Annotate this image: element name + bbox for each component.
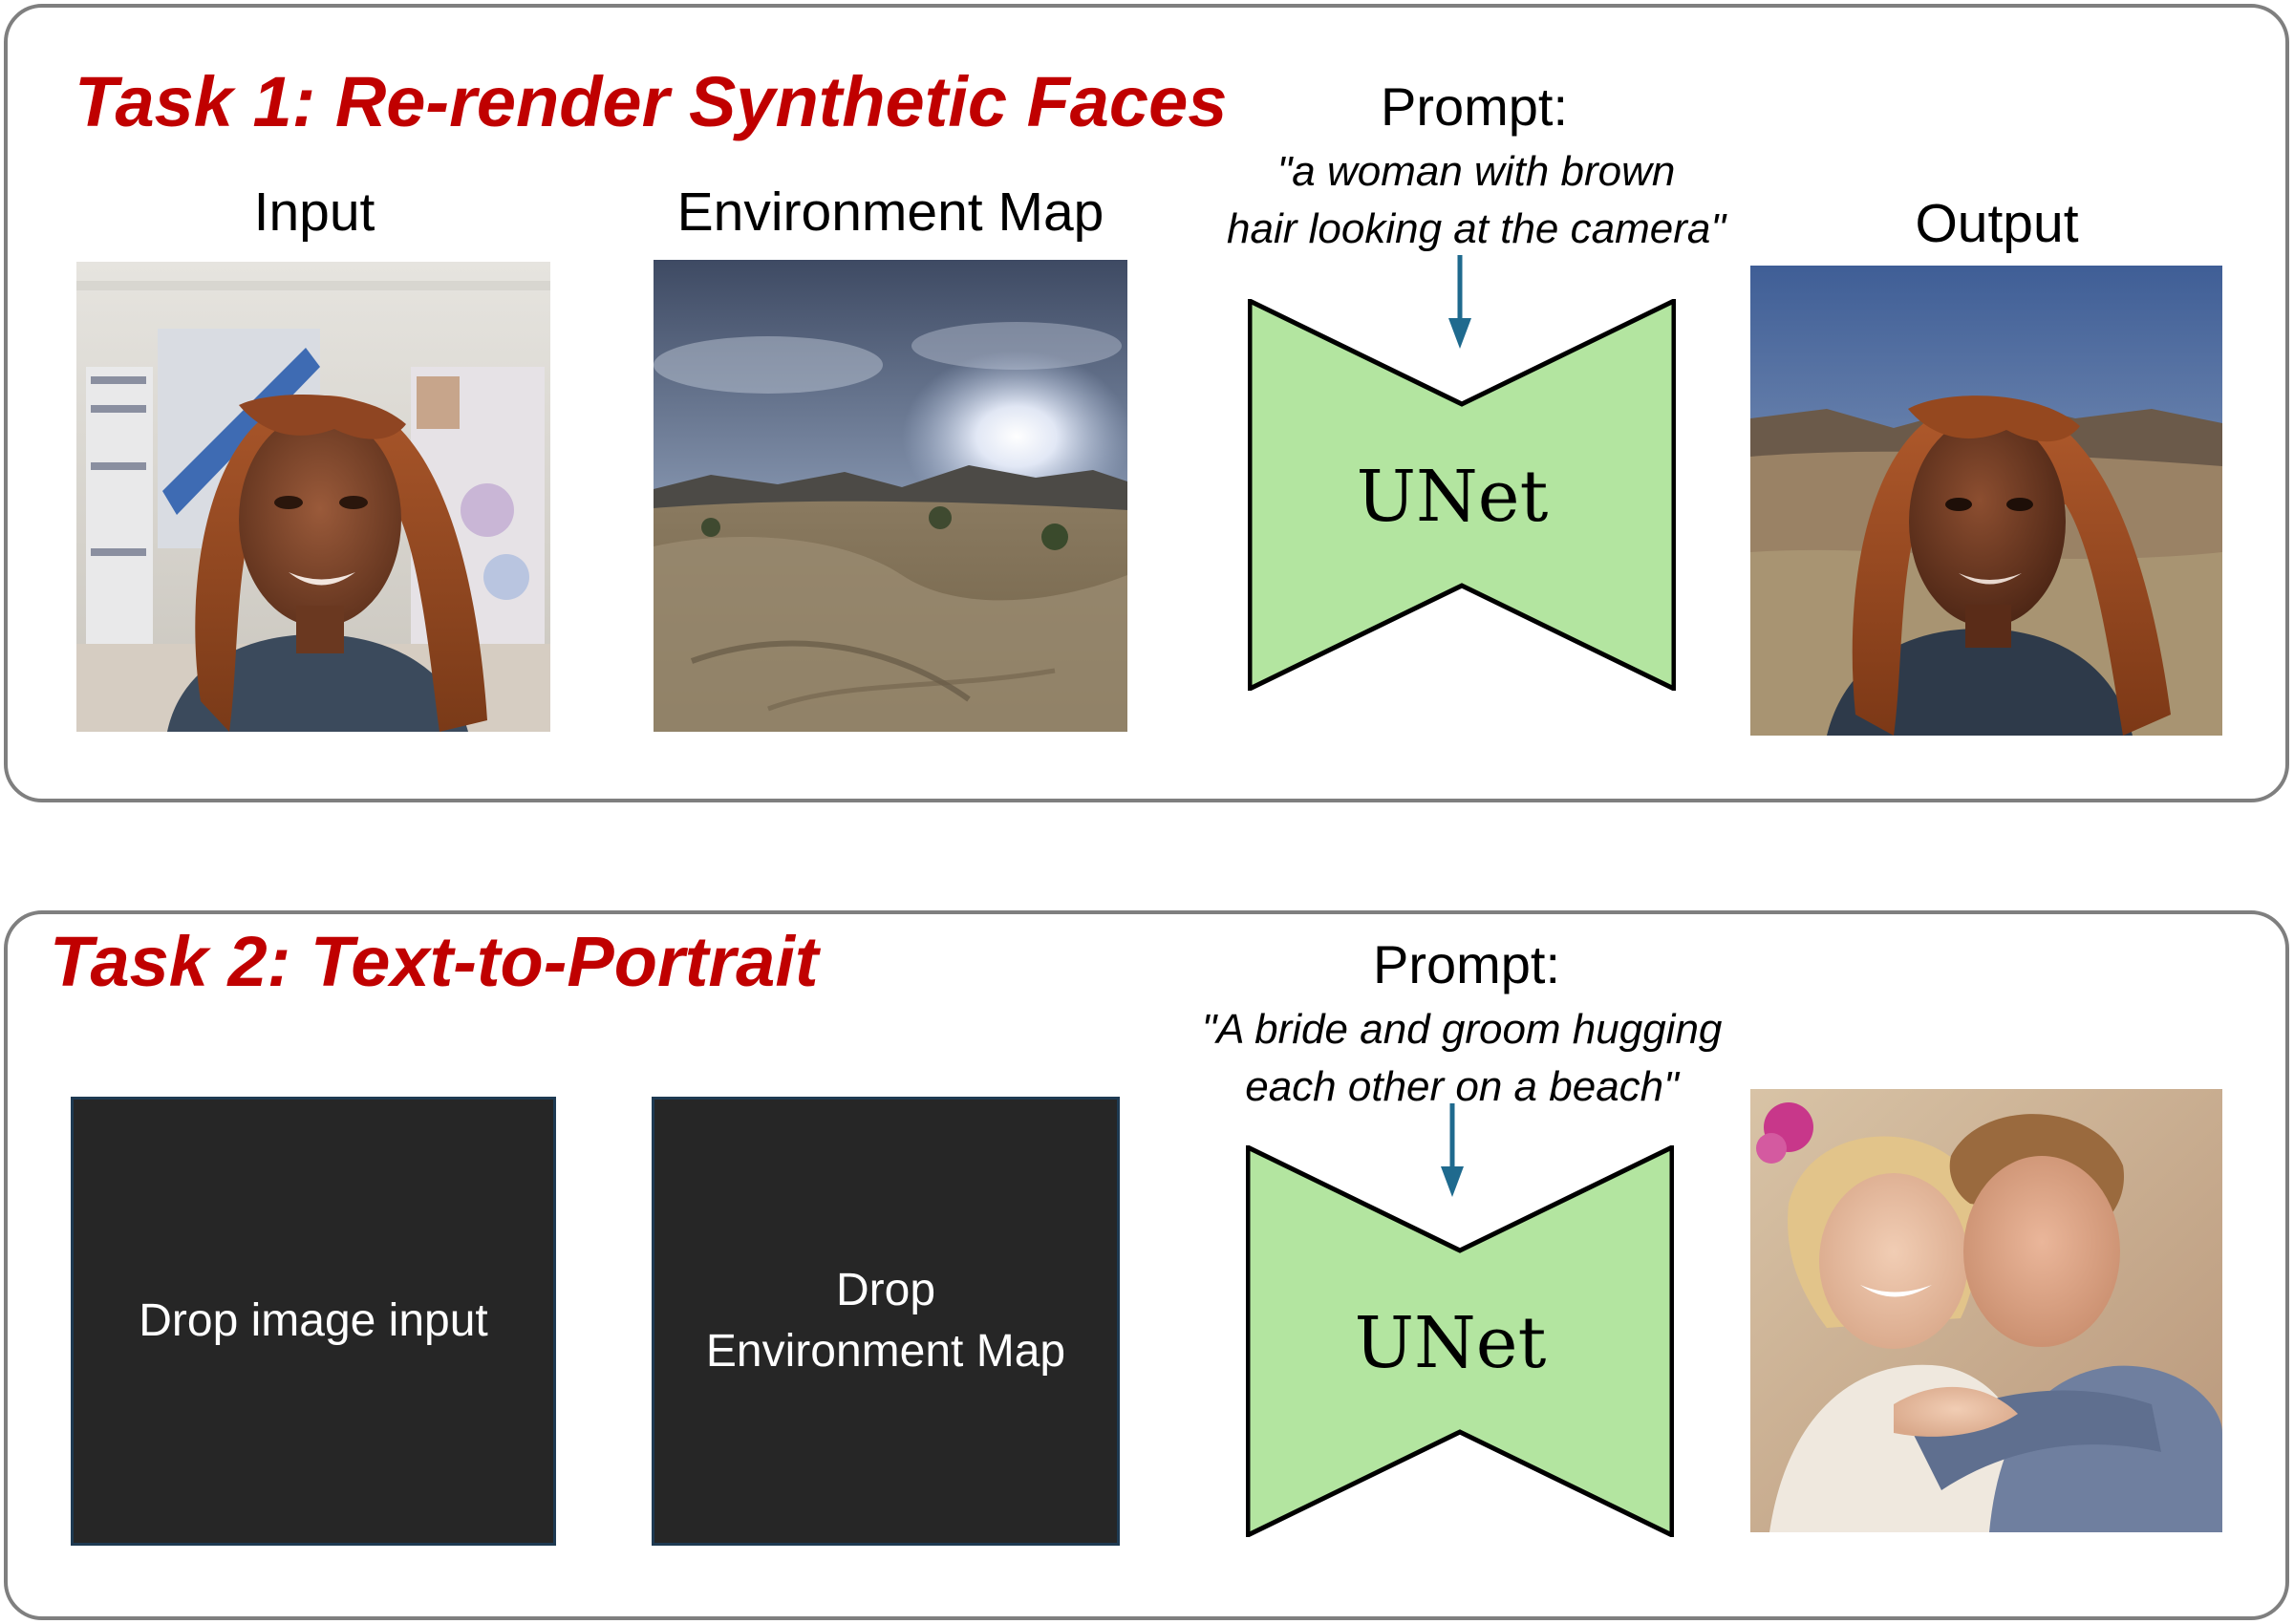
task2-prompt-line1: "A bride and groom hugging (1201, 1006, 1723, 1053)
task2-unet-label: UNet (1355, 1302, 1547, 1384)
task1-arrow-icon (1448, 255, 1471, 349)
drop-env-line2: Environment Map (705, 1326, 1066, 1377)
task1-input-label: Input (253, 182, 375, 243)
task2-prompt-text: "A bride and groom hugging each other on… (1202, 1001, 1723, 1116)
drop-env-label: Drop Environment Map (706, 1260, 1065, 1382)
task1-title: Task 1: Re-render Synthetic Faces (75, 62, 1228, 141)
task1-input-image (76, 262, 550, 732)
task2-arrow-icon (1441, 1103, 1464, 1197)
task2-prompt-line2: each other on a beach" (1245, 1063, 1679, 1110)
task2-unet-block: UNet (1246, 1145, 1674, 1537)
drop-env-line1: Drop (835, 1265, 936, 1315)
task1-prompt-line2: hair looking at the camera" (1227, 205, 1726, 252)
task1-env-label: Environment Map (676, 182, 1104, 243)
task1-unet-block: UNet (1248, 299, 1676, 691)
task1-prompt-head: Prompt: (1380, 76, 1569, 137)
drop-image-input-box[interactable]: Drop image input (71, 1097, 556, 1546)
task1-output-image (1750, 266, 2222, 736)
task2-output-image (1750, 1089, 2222, 1532)
task2-title: Task 2: Text-to-Portrait (50, 922, 819, 1001)
task1-unet-label: UNet (1357, 456, 1549, 538)
drop-image-input-label: Drop image input (139, 1295, 488, 1346)
task1-prompt-line1: "a woman with brown (1276, 148, 1676, 195)
drop-environment-map-box[interactable]: Drop Environment Map (652, 1097, 1120, 1546)
task1-prompt-text: "a woman with brown hair looking at the … (1227, 143, 1726, 258)
task2-prompt-head: Prompt: (1372, 934, 1561, 994)
task1-environment-map (654, 260, 1127, 732)
task1-output-label: Output (1915, 193, 2079, 254)
